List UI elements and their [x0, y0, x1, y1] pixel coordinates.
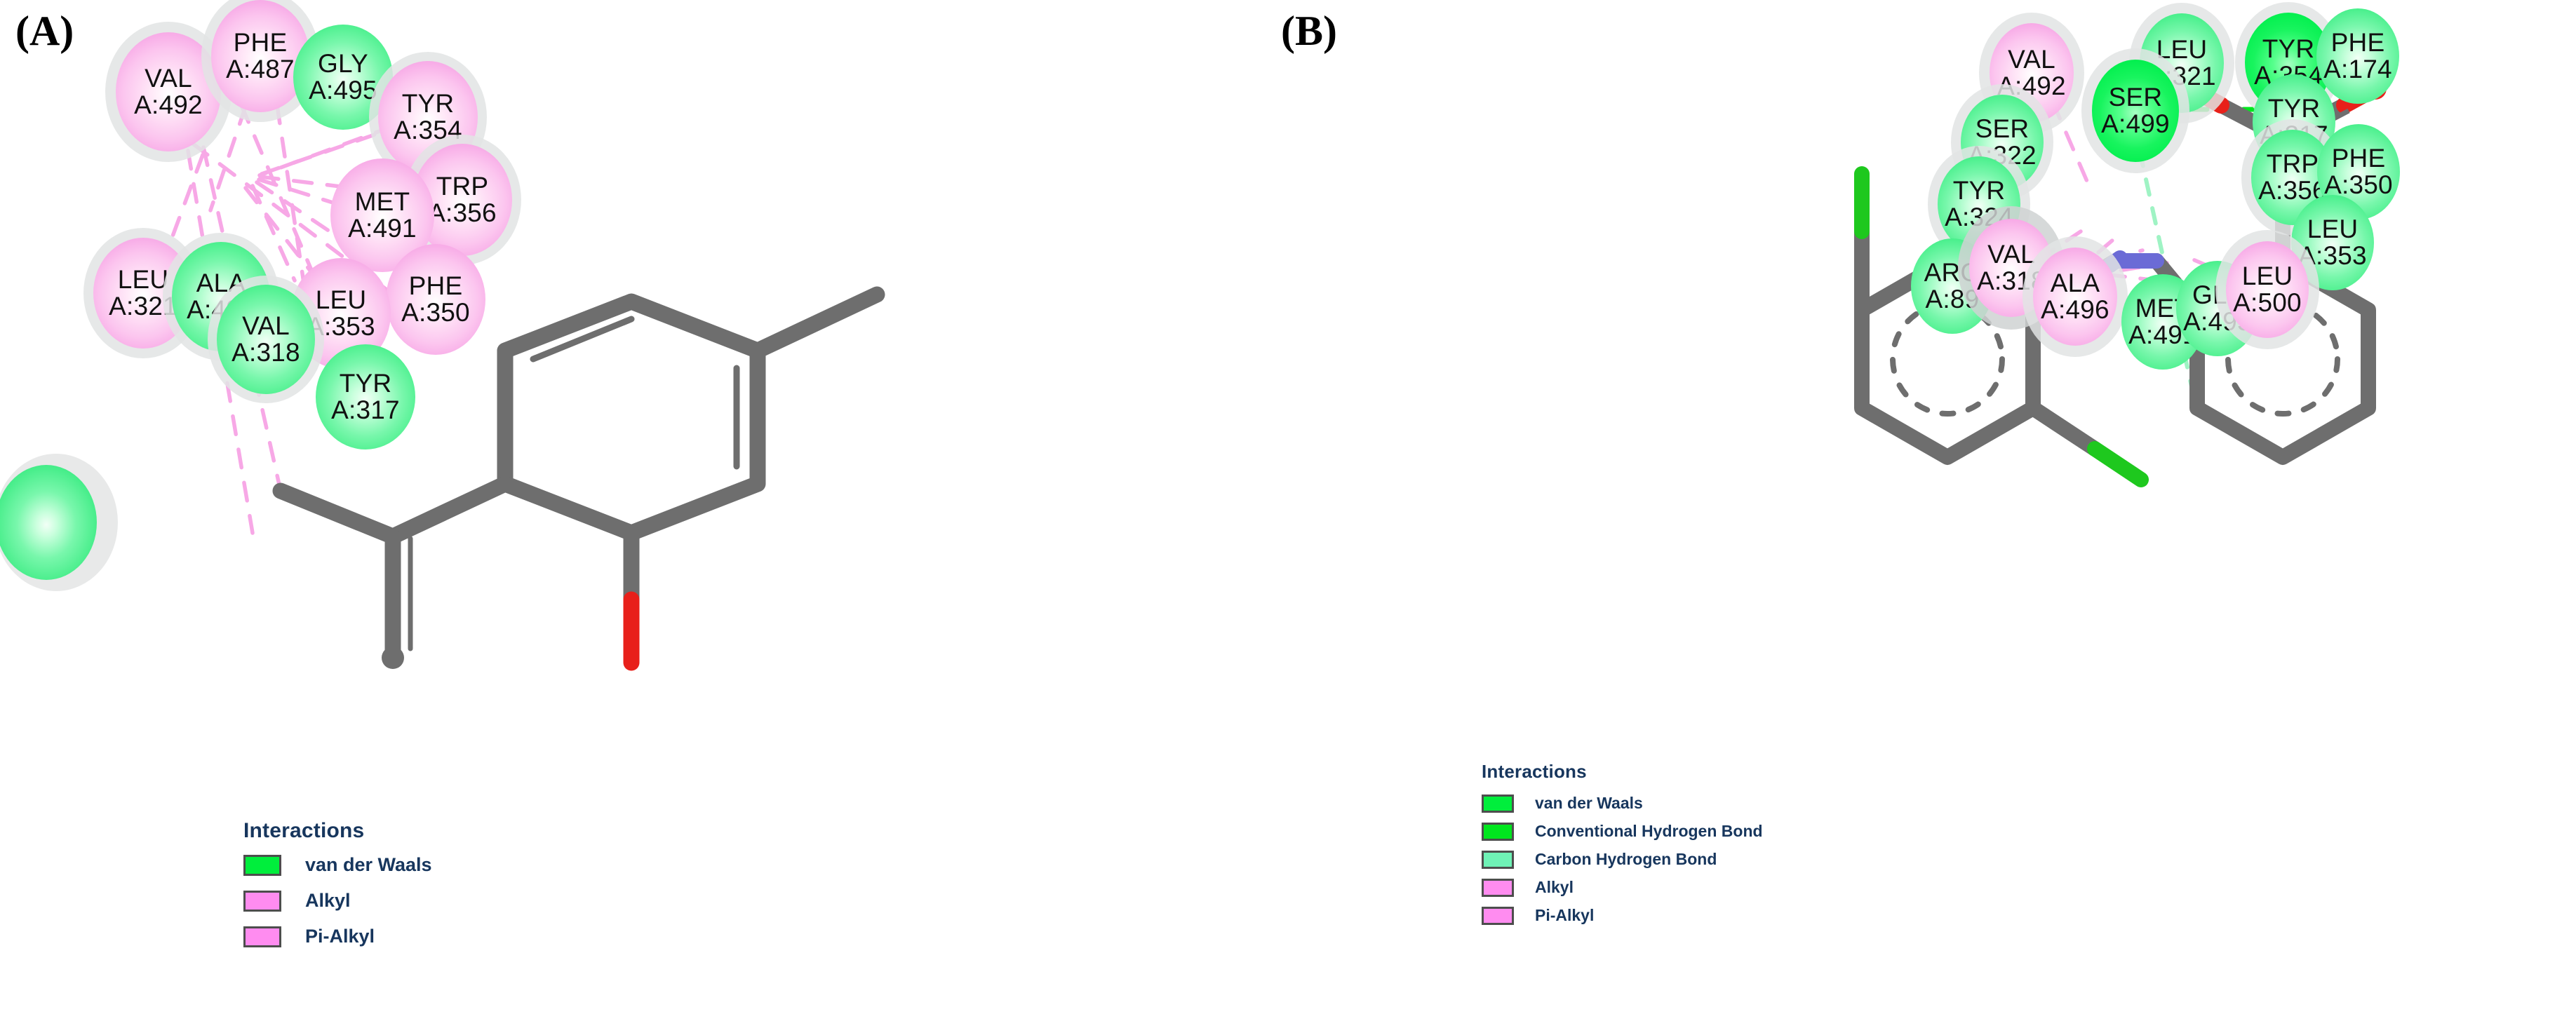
legend-label: Conventional Hydrogen Bond: [1535, 822, 1763, 840]
legend-swatch: [1482, 850, 1514, 869]
legend-label: Pi-Alkyl: [305, 926, 375, 947]
legend-item-vdw: van der Waals: [1482, 794, 1763, 813]
legend-title: Interactions: [1482, 761, 1587, 782]
legend-label: van der Waals: [1535, 794, 1643, 812]
residue-disc-vdw: [316, 344, 415, 449]
legend-panel-a: Interactions van der Waals Alkyl Pi-Alky…: [243, 819, 432, 961]
legend-item-pi-alkyl: Pi-Alkyl: [243, 926, 432, 947]
legend-swatch: [1482, 878, 1514, 897]
residue-disc-hbond: [2092, 60, 2179, 162]
legend-label: Alkyl: [305, 890, 351, 911]
legend-swatch: [243, 926, 281, 947]
legend-label: Carbon Hydrogen Bond: [1535, 850, 1717, 868]
legend-item-carbon-hydrogen-bond: Carbon Hydrogen Bond: [1482, 850, 1763, 869]
legend-item-conventional-hydrogen-bond: Conventional Hydrogen Bond: [1482, 822, 1763, 841]
legend-item-alkyl: Alkyl: [1482, 878, 1763, 897]
legend-label: van der Waals: [305, 854, 432, 875]
panel-b: (B): [1281, 0, 2576, 1014]
legend-item-vdw: van der Waals: [243, 854, 432, 876]
legend-title: Interactions: [243, 819, 365, 842]
legend-swatch: [1482, 906, 1514, 925]
legend-swatch: [1482, 794, 1514, 813]
legend-label: Pi-Alkyl: [1535, 906, 1595, 924]
legend-item-alkyl: Alkyl: [243, 890, 432, 912]
legend-label: Alkyl: [1535, 878, 1574, 896]
legend-item-pi-alkyl: Pi-Alkyl: [1482, 906, 1763, 925]
legend-panel-b: Interactions van der Waals Conventional …: [1482, 761, 1763, 934]
panel-b-label: (B): [1281, 8, 1337, 54]
panel-a-label: (A): [15, 8, 74, 54]
legend-swatch: [243, 854, 281, 876]
legend-swatch: [243, 890, 281, 912]
panel-a: (A): [0, 0, 885, 961]
residue-disc-pi-alkyl: [211, 0, 309, 112]
legend-swatch: [1482, 822, 1514, 841]
